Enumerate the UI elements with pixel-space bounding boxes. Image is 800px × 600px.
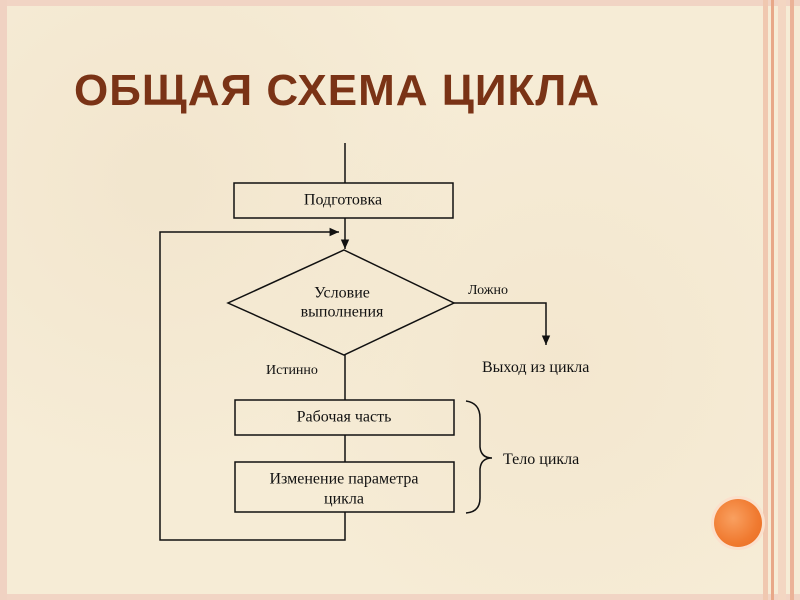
slide-frame-top xyxy=(0,0,800,6)
slide-frame-left xyxy=(0,0,7,600)
decorative-orange-circle xyxy=(714,499,762,547)
false-branch-label: Ложно xyxy=(468,283,508,298)
true-branch-label: Истинно xyxy=(266,363,318,378)
decorative-stripe xyxy=(763,0,768,600)
slide-title: ОБЩАЯ СХЕМА ЦИКЛА xyxy=(74,66,601,115)
loop-body-brace xyxy=(465,400,493,514)
change-parameter-label-line1: Изменение параметра xyxy=(269,471,418,488)
slide-frame-bottom xyxy=(0,594,800,600)
condition-label-line2: выполнения xyxy=(301,304,384,321)
preparation-label: Подготовка xyxy=(304,192,382,209)
loop-back-arrow xyxy=(159,227,346,541)
decorative-stripe xyxy=(778,0,786,600)
false-branch-arrow xyxy=(454,302,551,345)
work-part-label: Рабочая часть xyxy=(297,409,392,426)
preparation-box xyxy=(233,182,454,219)
condition-diamond xyxy=(226,249,456,356)
decorative-stripe xyxy=(790,0,794,600)
change-parameter-label-line2: цикла xyxy=(324,491,364,508)
exit-label: Выход из цикла xyxy=(482,359,589,376)
loop-body-label: Тело цикла xyxy=(503,451,579,468)
decorative-stripe xyxy=(771,0,774,600)
condition-label-line1: Условие xyxy=(314,285,370,302)
